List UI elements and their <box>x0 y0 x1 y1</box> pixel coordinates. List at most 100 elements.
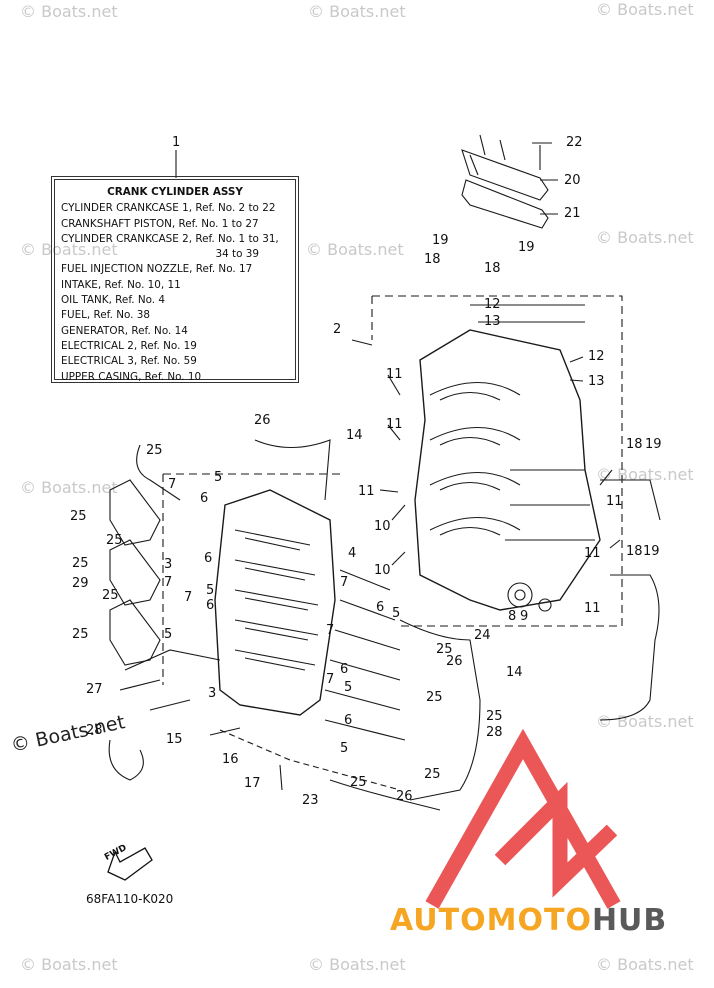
callout-8: 8 <box>508 609 517 624</box>
callout-5: 5 <box>214 470 223 485</box>
callout-11: 11 <box>584 601 601 616</box>
title-box: CRANK CYLINDER ASSY CYLINDER CRANKCASE 1… <box>51 176 299 383</box>
callout-5: 5 <box>344 680 353 695</box>
callout-25: 25 <box>70 509 87 524</box>
callout-19: 19 <box>432 233 449 248</box>
callout-5: 5 <box>392 606 401 621</box>
callout-26: 26 <box>446 654 463 669</box>
callout-12: 12 <box>588 349 605 364</box>
callout-7: 7 <box>164 575 173 590</box>
watermark: © Boats.net <box>308 955 406 974</box>
callout-10: 10 <box>374 519 391 534</box>
box-line: CRANKSHAFT PISTON, Ref. No. 1 to 27 <box>61 217 259 230</box>
callout-5: 5 <box>164 627 173 642</box>
callout-14: 14 <box>506 665 523 680</box>
callout-25: 25 <box>102 588 119 603</box>
box-line: OIL TANK, Ref. No. 4 <box>61 294 165 307</box>
callout-13: 13 <box>588 374 605 389</box>
box-line: CYLINDER CRANKCASE 2, Ref. No. 1 to 31, <box>61 232 279 245</box>
callout-25: 25 <box>72 556 89 571</box>
automotohub-logo-triangle <box>425 728 621 909</box>
callout-20: 20 <box>564 173 581 188</box>
callout-11: 11 <box>584 546 601 561</box>
callout-25: 25 <box>424 767 441 782</box>
callout-18: 18 <box>424 252 441 267</box>
callout-27: 27 <box>86 682 103 697</box>
watermark: © Boats.net <box>20 2 118 21</box>
callout-7: 7 <box>326 672 335 687</box>
box-line: INTAKE, Ref. No. 10, 11 <box>61 278 181 291</box>
watermark: © Boats.net <box>20 478 118 497</box>
callout-15: 15 <box>166 732 183 747</box>
callout-6: 6 <box>376 600 385 615</box>
callout-11: 11 <box>358 484 375 499</box>
callout-2: 2 <box>333 322 342 337</box>
watermark: © Boats.net <box>20 955 118 974</box>
watermark: © Boats.net <box>596 712 694 731</box>
callout-17: 17 <box>244 776 261 791</box>
callout-26: 26 <box>254 413 271 428</box>
callout-3: 3 <box>208 686 217 701</box>
callout-12: 12 <box>484 297 501 312</box>
callout-19: 19 <box>518 240 535 255</box>
callout-11: 11 <box>386 367 403 382</box>
callout-19: 19 <box>643 544 660 559</box>
callout-6: 6 <box>200 491 209 506</box>
callout-10: 10 <box>374 563 391 578</box>
callout-5: 5 <box>340 741 349 756</box>
diagram-code: 68FA110-K020 <box>86 892 174 906</box>
box-line: GENERATOR, Ref. No. 14 <box>61 324 188 337</box>
callout-6: 6 <box>204 551 213 566</box>
watermark: © Boats.net <box>596 955 694 974</box>
callout-3: 3 <box>164 557 173 572</box>
box-title: CRANK CYLINDER ASSY <box>107 186 243 198</box>
callout-23: 23 <box>302 793 319 808</box>
callout-29: 29 <box>72 576 89 591</box>
box-line: ELECTRICAL 2, Ref. No. 19 <box>61 339 197 352</box>
callout-13: 13 <box>484 314 501 329</box>
callout-25: 25 <box>106 533 123 548</box>
watermark: © Boats.net <box>596 465 694 484</box>
callout-18: 18 <box>626 544 643 559</box>
callout-7: 7 <box>184 590 193 605</box>
callout-7: 7 <box>326 623 335 638</box>
watermark: © Boats.net <box>596 228 694 247</box>
callout-18: 18 <box>626 437 643 452</box>
forward-arrow-icon <box>107 847 153 881</box>
callout-28: 28 <box>486 725 503 740</box>
box-line: 34 to 39 <box>215 248 259 261</box>
callout-25: 25 <box>72 627 89 642</box>
callout-28: 28 <box>86 723 103 738</box>
callout-6: 6 <box>206 598 215 613</box>
callout-6: 6 <box>344 713 353 728</box>
callout-25: 25 <box>426 690 443 705</box>
callout-14: 14 <box>346 428 363 443</box>
box-line: CYLINDER CRANKCASE 1, Ref. No. 2 to 22 <box>61 202 276 215</box>
callout-21: 21 <box>564 206 581 221</box>
logo-text-part2: HUB <box>591 903 668 938</box>
callout-25: 25 <box>436 642 453 657</box>
callout-26: 26 <box>396 789 413 804</box>
callout-7: 7 <box>168 477 177 492</box>
automotohub-logo: AUTOMOTOHUB <box>390 903 667 938</box>
box-line: ELECTRICAL 3, Ref. No. 59 <box>61 355 197 368</box>
callout-22: 22 <box>566 135 583 150</box>
callout-24: 24 <box>474 628 491 643</box>
logo-text-part1: AUTOMOTO <box>390 903 592 938</box>
callout-4: 4 <box>348 546 357 561</box>
callout-5: 5 <box>206 583 215 598</box>
callout-25: 25 <box>146 443 163 458</box>
box-line: FUEL, Ref. No. 38 <box>61 309 150 322</box>
watermark: © Boats.net <box>306 240 404 259</box>
box-line: UPPER CASING, Ref. No. 10 <box>61 370 202 383</box>
callout-6: 6 <box>340 662 349 677</box>
callout-25: 25 <box>350 775 367 790</box>
watermark: © Boats.net <box>596 0 694 19</box>
callout-25: 25 <box>486 709 503 724</box>
callout-1: 1 <box>172 135 181 150</box>
watermark: © Boats.net <box>308 2 406 21</box>
callout-16: 16 <box>222 752 239 767</box>
callout-7: 7 <box>340 575 349 590</box>
watermark: © Boats.net <box>20 240 118 259</box>
callout-18: 18 <box>484 261 501 276</box>
